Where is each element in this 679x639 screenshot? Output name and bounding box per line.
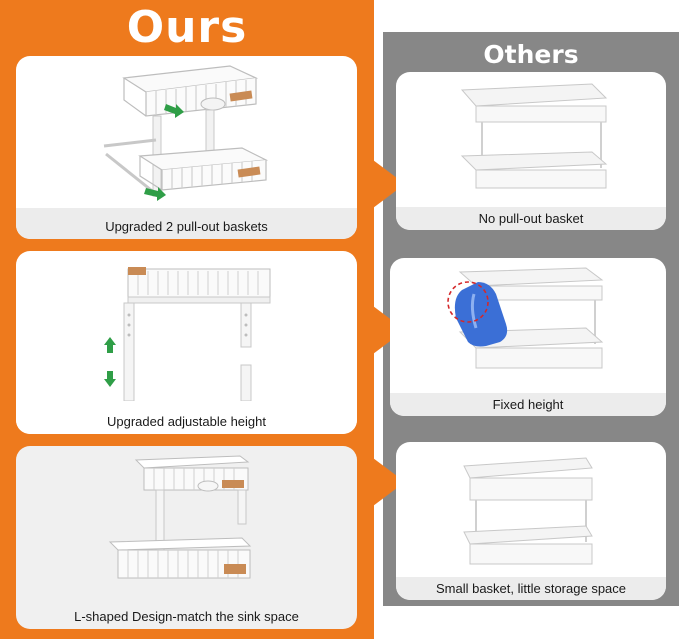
highlight-circle-icon [447,281,489,323]
others-caption-3: Small basket, little storage space [435,581,627,596]
others-caption-2: Fixed height [492,397,564,412]
green-arrow-icon [144,187,166,201]
others-title: Others [483,40,579,69]
arrow-down-icon [104,371,116,387]
l-shaped-design-image [108,455,252,579]
no-pull-out-image [460,83,608,189]
arrow-up-icon [104,337,116,353]
ours-card-adjustable: Upgraded adjustable height [16,251,357,434]
others-card-no-pull-out: No pull-out basket [396,72,666,230]
ours-caption-1: Upgraded 2 pull-out baskets [105,219,268,234]
ours-card-pull-out: Upgraded 2 pull-out baskets [16,56,357,239]
ours-caption-3: L-shaped Design-match the sink space [74,609,299,624]
ours-card-l-shaped: L-shaped Design-match the sink space [16,446,357,629]
ours-title: Ours [126,2,248,53]
small-basket-image [463,457,593,565]
others-caption-1: No pull-out basket [478,211,584,226]
others-card-fixed-height: Fixed height [390,258,666,416]
green-arrow-icon [164,104,184,118]
others-card-small-basket: Small basket, little storage space [396,442,666,600]
adjustable-height-image [104,267,271,401]
ours-caption-2: Upgraded adjustable height [106,414,266,429]
fixed-height-image [447,267,604,369]
pull-out-basket-image [103,65,269,201]
blue-bottle-icon [454,282,508,347]
